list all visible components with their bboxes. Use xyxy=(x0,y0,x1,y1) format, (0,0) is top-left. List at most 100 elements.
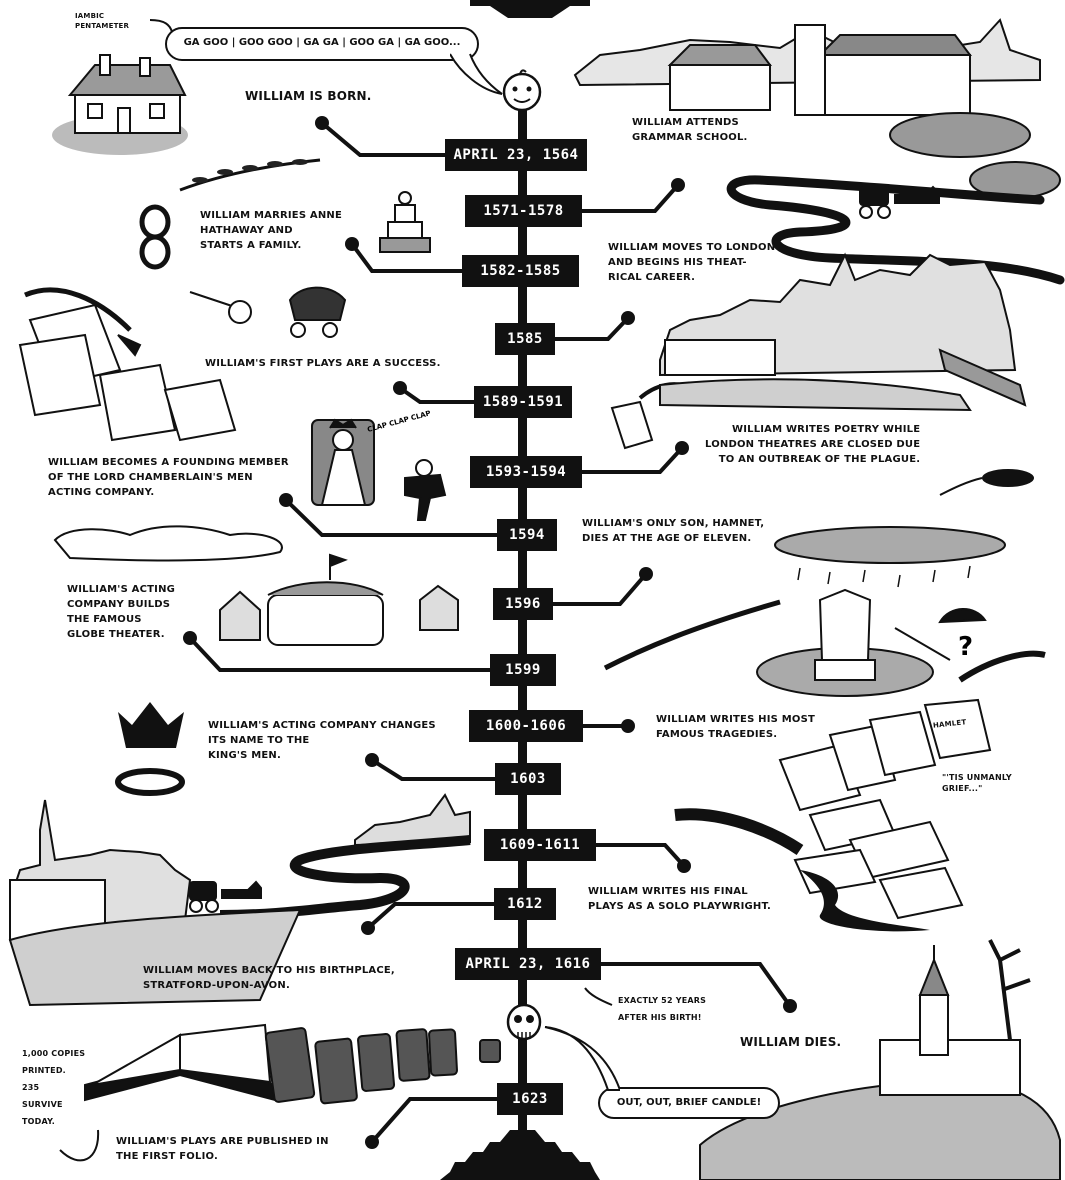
event-label: WILLIAM ATTENDS GRAMMAR SCHOOL. xyxy=(632,117,748,143)
folio-note-arrow xyxy=(59,1129,100,1162)
grammar-school-illustration xyxy=(573,18,1061,199)
connector-line xyxy=(366,902,494,930)
connector-dot xyxy=(783,999,797,1013)
carriage-icon xyxy=(189,880,262,913)
connector-line xyxy=(601,962,792,1008)
event-label: WILLIAM WRITES HIS MOST FAMOUS TRAGEDIES… xyxy=(656,714,816,740)
baby-head-icon xyxy=(502,69,542,112)
clap-sound-text: CLAP CLAP CLAP xyxy=(366,409,431,434)
connector-dot xyxy=(393,381,407,395)
event-label: WILLIAM BECOMES A FOUNDING MEMBER OF THE… xyxy=(48,457,289,498)
connector-line xyxy=(596,843,686,868)
winding-road xyxy=(726,175,1065,285)
date-box: 1593-1594 xyxy=(470,456,582,488)
event-label: WILLIAM'S ACTING COMPANY CHANGES ITS NAM… xyxy=(208,720,436,761)
event-label: WILLIAM'S ACTING COMPANY BUILDS THE FAMO… xyxy=(67,584,176,640)
event-label: WILLIAM MOVES BACK TO HIS BIRTHPLACE, ST… xyxy=(143,965,395,991)
connector-line xyxy=(370,1097,497,1144)
death-note: EXACTLY 52 YEARS AFTER HIS BIRTH! xyxy=(618,996,707,1022)
bowing-actor-illustration xyxy=(404,459,447,521)
skull-icon xyxy=(506,1003,542,1041)
connector-dot xyxy=(671,178,685,192)
event-label: WILLIAM'S PLAYS ARE PUBLISHED IN THE FIR… xyxy=(116,1136,329,1162)
road-to-stratford xyxy=(219,835,471,920)
question-mark-glyph: ? xyxy=(958,632,973,662)
connector-dot xyxy=(315,116,329,130)
connector-dot xyxy=(675,441,689,455)
connector-dot xyxy=(639,567,653,581)
date-box: 1582-1585 xyxy=(462,255,579,287)
connector-line xyxy=(350,242,462,273)
connector-line xyxy=(582,446,684,474)
connector-dot xyxy=(365,1135,379,1149)
death-speech-text: OUT, OUT, BRIEF CANDLE! xyxy=(616,1097,762,1108)
date-box: 1585 xyxy=(495,323,555,355)
death-note-arrow xyxy=(584,987,613,1006)
baby-speech-tail xyxy=(450,53,503,95)
connector-line xyxy=(370,758,495,781)
baby-speech-text: GA GOO | GOO GOO | GA GA | GOO GA | GA G… xyxy=(183,37,461,48)
event-label: WILLIAM WRITES HIS FINAL PLAYS AS A SOLO… xyxy=(588,886,772,912)
date-box: 1609-1611 xyxy=(484,829,596,861)
event-connectors xyxy=(183,116,797,1149)
date-box: 1599 xyxy=(490,654,556,686)
tragedy-manuscripts-illustration xyxy=(778,650,1046,812)
plague-rat-icon xyxy=(939,469,1034,496)
date-box: APRIL 23, 1564 xyxy=(445,139,587,171)
baby-speech-bubble: GA GOO | GOO GOO | GA GA | GOO GA | GA G… xyxy=(165,27,479,61)
connector-dot xyxy=(677,859,691,873)
date-box: 1589-1591 xyxy=(474,386,572,418)
laurel-leaves xyxy=(192,159,308,183)
baby-items-icon xyxy=(189,286,347,338)
date-box: 1612 xyxy=(494,888,556,920)
event-label: WILLIAM MARRIES ANNE HATHAWAY AND STARTS… xyxy=(200,210,343,251)
connector-line xyxy=(582,183,680,213)
first-folio-books-illustration xyxy=(84,1023,501,1105)
connector-dot xyxy=(183,631,197,645)
connector-dot xyxy=(621,719,635,733)
connector-line xyxy=(320,121,445,157)
wilted-flower-icon xyxy=(894,608,987,661)
connector-line xyxy=(188,636,490,672)
date-box: 1603 xyxy=(495,763,561,795)
stratford-town-illustration xyxy=(8,799,302,1007)
tragedy-quote: "'TIS UNMANLY GRIEF..." xyxy=(942,773,1012,793)
meter-note: IAMBIC PENTAMETER xyxy=(75,12,130,30)
connector-dot xyxy=(365,753,379,767)
wedding-cake-icon xyxy=(379,191,431,253)
cloud-left xyxy=(53,525,283,562)
event-label: WILLIAM'S ONLY SON, HAMNET, DIES AT THE … xyxy=(582,518,765,544)
meter-note-arrow xyxy=(149,19,173,33)
memorial-statue-illustration xyxy=(756,588,934,697)
connector-dot xyxy=(621,311,635,325)
connector-line xyxy=(555,316,630,341)
rain-cloud-illustration xyxy=(774,526,1006,588)
timeline-spine xyxy=(518,110,527,1140)
date-box: 1623 xyxy=(497,1083,563,1115)
connector-dot xyxy=(345,237,359,251)
broken-branch-icon xyxy=(603,599,781,671)
date-box: 1600-1606 xyxy=(469,710,583,742)
event-label: WILLIAM MOVES TO LONDON AND BEGINS HIS T… xyxy=(608,242,776,283)
final-plays-pages-illustration xyxy=(674,798,964,920)
manuscript-pages-illustration xyxy=(18,287,237,442)
death-speech-bubble: OUT, OUT, BRIEF CANDLE! xyxy=(598,1087,780,1119)
date-box: 1596 xyxy=(493,588,553,620)
queen-elizabeth-illustration xyxy=(311,418,375,506)
death-speech-tail xyxy=(544,1026,620,1091)
connector-dot xyxy=(361,921,375,935)
horse-carriage-icon xyxy=(859,184,940,219)
globe-theater-illustration xyxy=(219,553,459,646)
top-pedestal xyxy=(470,0,590,18)
bottom-pedestal xyxy=(440,1130,600,1180)
event-label: WILLIAM DIES. xyxy=(740,1035,842,1049)
wedding-rings-icon xyxy=(139,204,171,270)
date-box: 1594 xyxy=(497,519,557,551)
cottage-illustration xyxy=(52,54,188,155)
connector-line xyxy=(284,498,497,537)
wreath-icon xyxy=(115,768,185,796)
folio-copies-note: 1,000 COPIES PRINTED. 235 SURVIVE TODAY. xyxy=(22,1049,86,1126)
crown-icon xyxy=(118,702,184,748)
